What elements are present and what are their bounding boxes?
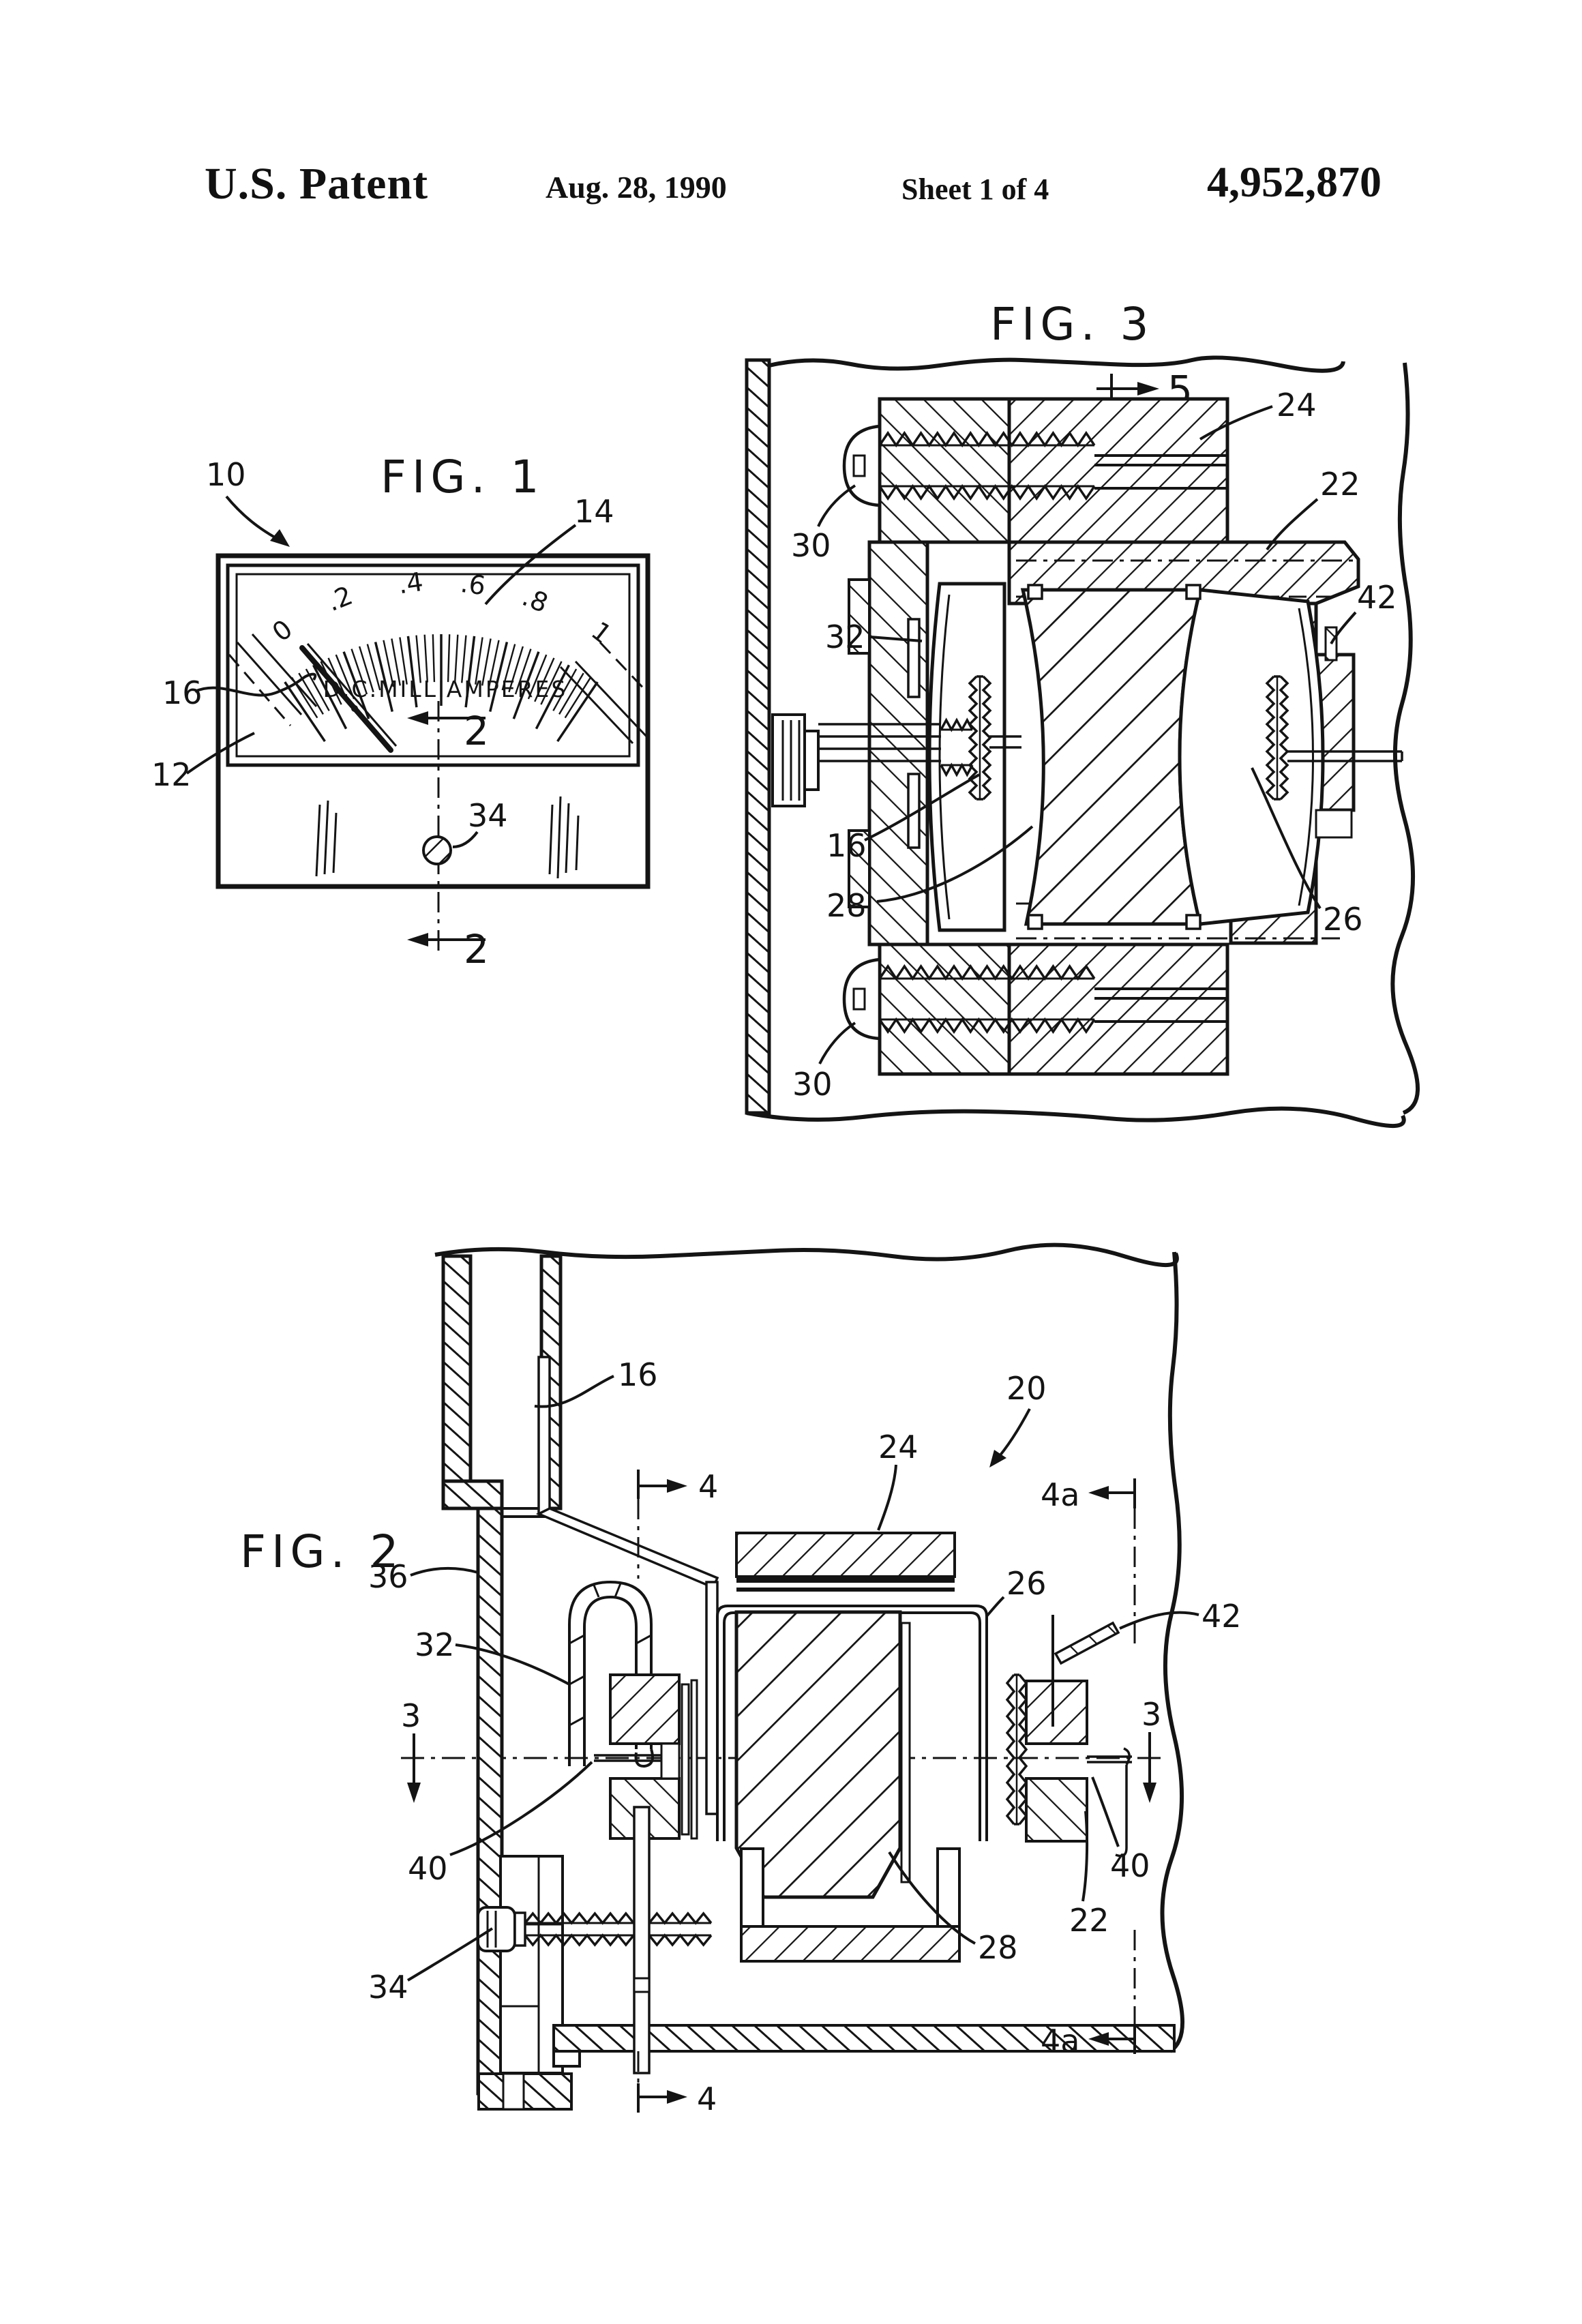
meter-needle	[299, 643, 398, 753]
figure-2-section: FIG. 2	[240, 1242, 1242, 2117]
ref-3-left: 3	[401, 1697, 421, 1734]
ref-4-top: 4	[698, 1468, 718, 1505]
top-clamp-block	[842, 397, 1229, 544]
patent-title: U.S. Patent	[205, 159, 429, 209]
pattern-defs	[0, 0, 1, 1]
ref-24: 24	[878, 1429, 919, 1465]
ref-12: 12	[151, 756, 192, 793]
scale-06: .6	[459, 568, 488, 601]
section-line-2: 2 2	[407, 701, 489, 972]
section-line-4a: 4a 4a	[1041, 1476, 1136, 2059]
ref-22: 22	[1069, 1902, 1109, 1939]
ref-26: 26	[1323, 901, 1363, 938]
ref-34: 34	[468, 797, 508, 834]
ref-20: 20	[1006, 1370, 1047, 1407]
patent-date: Aug. 28, 1990	[546, 170, 727, 205]
ref-36: 36	[368, 1558, 408, 1595]
scale-02: .2	[323, 580, 357, 617]
ref-30-top: 30	[791, 527, 831, 564]
ref-14: 14	[574, 493, 614, 530]
figure-3-section: FIG. 3 5 5	[745, 298, 1420, 1129]
ref-4-bot: 4	[697, 2081, 717, 2117]
adjust-screw-threads	[940, 717, 974, 777]
mounting-screw-top	[878, 430, 1096, 501]
meter-scale-ticks	[284, 634, 599, 743]
case-screw	[422, 835, 452, 865]
panel-and-torn-border	[745, 355, 1420, 1129]
section-line-3: 3 3	[401, 1696, 1161, 1803]
glass-reflections	[228, 634, 651, 879]
ref-24: 24	[1277, 387, 1317, 423]
serrated-adjuster	[1005, 1673, 1028, 1826]
ref-16: 16	[618, 1356, 658, 1393]
right-support	[1005, 1673, 1132, 1858]
left-support	[609, 1673, 698, 1840]
mounting-screw-bottom	[878, 964, 1096, 1034]
bottom-clamp-block	[842, 942, 1229, 1076]
ref-40-right: 40	[1110, 1847, 1150, 1884]
bottom-yoke	[740, 1847, 961, 1963]
scale-04: .4	[396, 567, 425, 600]
ref-32: 32	[415, 1626, 455, 1663]
scale-08: .8	[518, 582, 552, 619]
ref-22: 22	[1320, 466, 1360, 503]
fig2-title: FIG. 2	[240, 1525, 404, 1578]
ref-16: 16	[826, 827, 867, 864]
ref-32: 32	[825, 619, 865, 655]
section-line-4: 4 4	[637, 1468, 718, 2117]
ref-42: 42	[1202, 1598, 1242, 1635]
ref-40-left: 40	[408, 1850, 448, 1887]
ref-26: 26	[1006, 1565, 1047, 1602]
lens-cell-assembly	[848, 540, 1360, 947]
magnet-core	[716, 1532, 988, 1899]
sheet-count: Sheet 1 of 4	[901, 173, 1049, 206]
figure-1-meter: FIG. 1 0 .2 .4 .6 .8 1 D.C.MILLIAMPERES	[151, 451, 651, 972]
fig2-labels: 16 20 24 36 32 26 42 40 40 34 22 28	[368, 1356, 1242, 2006]
ref-28: 28	[978, 1929, 1018, 1966]
ref-28: 28	[826, 887, 867, 924]
ref-10: 10	[206, 456, 246, 493]
zero-adjust-tail	[633, 1806, 651, 2074]
pivot-pin-right	[1265, 675, 1403, 801]
patent-number: 4,952,870	[1207, 158, 1382, 206]
ref-42: 42	[1357, 579, 1397, 616]
fig2-torn-border	[434, 1242, 1184, 2053]
dial-legend: D.C.MILLIAMPERES	[323, 676, 568, 702]
ref-16: 16	[162, 674, 203, 711]
ref-2-mid: 2	[464, 708, 489, 754]
ref-34: 34	[368, 1969, 408, 2006]
scale-0: 0	[267, 614, 298, 648]
fig3-labels: 24 22 42 30 32 16 28 26 30	[791, 387, 1397, 1103]
ref-30-bot: 30	[792, 1066, 833, 1103]
fig1-title: FIG. 1	[380, 451, 545, 503]
fig1-labels: 10 14 16 12 34	[151, 456, 614, 848]
meter-case	[215, 553, 651, 889]
case-floor	[552, 2024, 1176, 2068]
stop-clip	[1051, 1615, 1120, 1727]
pointer-needle	[535, 1356, 719, 1815]
mounting-screw-34	[477, 1906, 713, 1952]
ref-2-bot: 2	[464, 926, 489, 972]
case-wall	[441, 1254, 573, 2111]
serrated-washer-right	[1265, 675, 1289, 801]
ref-4a-bot: 4a	[1041, 2023, 1079, 2059]
fig3-title: FIG. 3	[990, 298, 1154, 351]
ref-4a-top: 4a	[1041, 1476, 1079, 1513]
ref-3-right: 3	[1141, 1696, 1161, 1733]
screw-threads	[524, 1911, 713, 1947]
